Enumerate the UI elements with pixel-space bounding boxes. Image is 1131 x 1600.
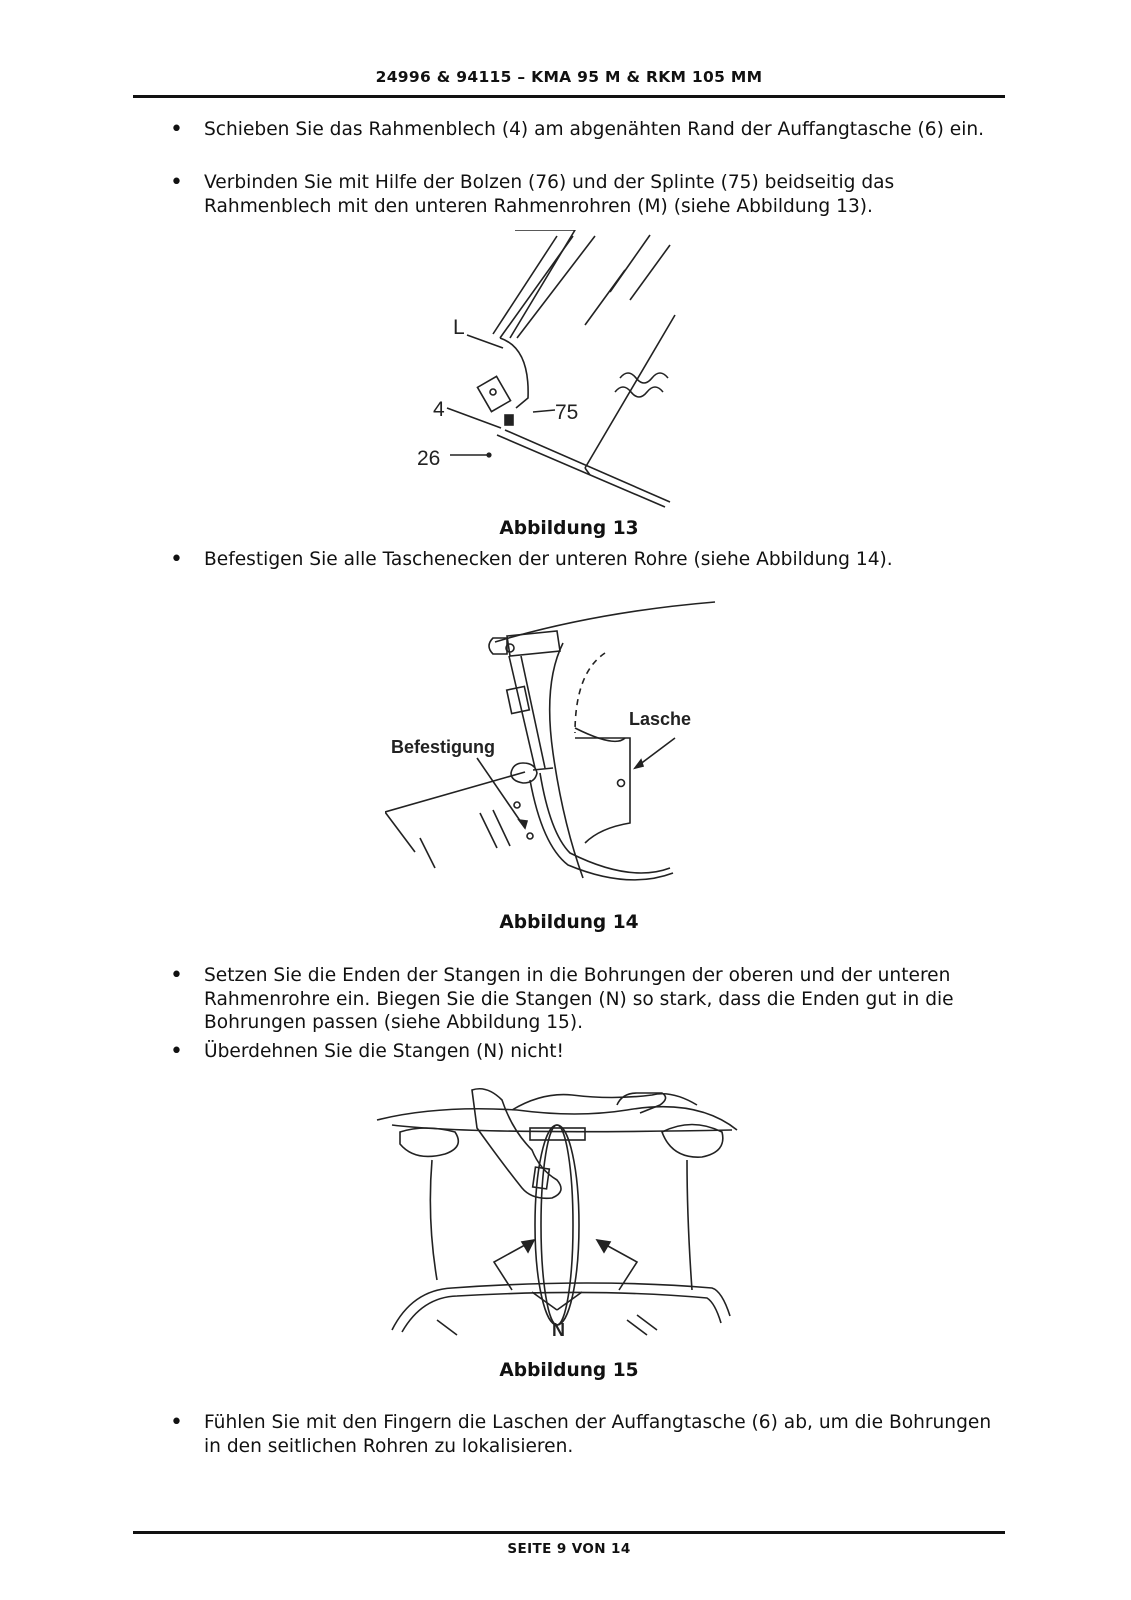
figure-15-illustration: N: [372, 1080, 747, 1345]
list-item-text: Setzen Sie die Enden der Stangen in die …: [204, 965, 954, 1033]
bullet-icon: •: [170, 170, 183, 195]
bullet-icon: •: [170, 117, 183, 142]
figure-14-label-befestigung: Befestigung: [391, 737, 495, 757]
bullet-icon: •: [170, 963, 183, 988]
list-item-text: Befestigen Sie alle Taschenecken der unt…: [204, 549, 893, 570]
bullet-icon: •: [170, 547, 183, 572]
figure-13-label-4: 4: [433, 398, 445, 421]
page-number: SEITE 9 VON 14: [507, 1541, 631, 1557]
footer-rule: [133, 1531, 1005, 1534]
list-item-text: Überdehnen Sie die Stangen (N) nicht!: [204, 1041, 564, 1062]
figure-14-caption: Abbildung 14: [499, 912, 639, 933]
figure-13-label-26: 26: [417, 447, 440, 470]
figure-15-caption: Abbildung 15: [499, 1360, 639, 1381]
list-item-text: Schieben Sie das Rahmenblech (4) am abge…: [204, 119, 985, 140]
figure-13-label-L: L: [453, 316, 465, 339]
figure-14-label-lasche: Lasche: [629, 709, 691, 729]
figure-13-label-75: 75: [555, 401, 578, 424]
page-header-title: 24996 & 94115 – KMA 95 M & RKM 105 MM: [375, 68, 763, 86]
list-item-text: Fühlen Sie mit den Fingern die Laschen d…: [204, 1412, 992, 1457]
figure-13-illustration: L 4 75 26: [405, 230, 685, 515]
list-item-text: Verbinden Sie mit Hilfe der Bolzen (76) …: [204, 172, 895, 217]
figure-14-illustration: Befestigung Lasche: [385, 598, 730, 883]
figure-15-label-N: N: [552, 1320, 565, 1340]
header-rule: [133, 95, 1005, 98]
bullet-icon: •: [170, 1410, 183, 1435]
bullet-icon: •: [170, 1039, 183, 1064]
figure-13-caption: Abbildung 13: [499, 518, 639, 539]
